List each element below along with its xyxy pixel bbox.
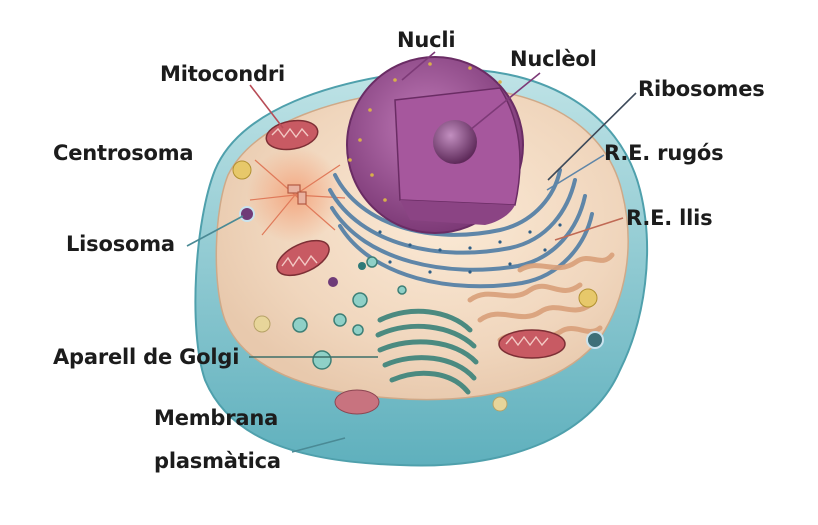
label-nucleol: Nuclèol: [510, 47, 597, 71]
label-membrana-line1: Membrana: [154, 406, 279, 430]
golgi-vesicles: [292, 256, 407, 370]
label-mitocondri: Mitocondri: [160, 62, 285, 86]
nucleolus: [433, 120, 477, 164]
vesicle-yellow-1: [232, 160, 252, 180]
vesicle-yellow-3: [578, 288, 598, 308]
leader-lines: [186, 51, 637, 453]
smooth-er: [467, 252, 615, 343]
leader-mitocondri: [249, 84, 284, 129]
label-nucli: Nucli: [397, 28, 456, 52]
vesicle-yellow-2: [253, 315, 271, 333]
leader-nucli: [401, 51, 436, 81]
label-centrosoma: Centrosoma: [53, 141, 194, 165]
leader-re-llis: [554, 217, 624, 241]
leader-ribosomes: [547, 92, 637, 181]
leader-membrana: [291, 437, 346, 453]
lysosome-3: [358, 262, 366, 270]
label-membrana-line2: plasmàtica: [154, 449, 281, 473]
vesicle-edge: [586, 331, 604, 349]
ribosome-dots: [378, 223, 562, 274]
golgi-apparatus: [375, 308, 479, 395]
label-lisosoma: Lisosoma: [66, 232, 175, 256]
lysosome: [239, 206, 255, 222]
label-re-llis: R.E. llis: [626, 206, 713, 230]
leader-re-rugos: [546, 154, 605, 191]
nuclear-pores: [348, 62, 502, 202]
label-re-rugos: R.E. rugós: [604, 141, 724, 165]
vesicle-yellow-4: [492, 396, 508, 412]
mitochondria: [265, 119, 566, 359]
lysosome-2: [328, 277, 338, 287]
leader-nucleol: [469, 72, 541, 131]
leader-lisosoma: [186, 215, 244, 247]
label-golgi: Aparell de Golgi: [53, 345, 240, 369]
label-ribosomes: Ribosomes: [638, 77, 765, 101]
vesicle-pink: [334, 389, 380, 415]
